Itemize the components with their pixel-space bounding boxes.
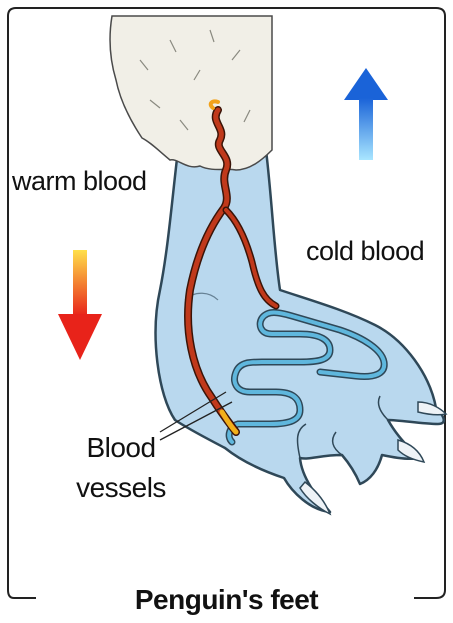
arrow-up-icon — [344, 68, 388, 160]
warm-blood-label: warm blood — [12, 166, 147, 197]
feathers — [110, 16, 272, 170]
diagram-caption-row: Penguin's feet — [0, 584, 453, 616]
blood-vessels-label-line2: vessels — [66, 468, 176, 508]
claw — [418, 402, 446, 415]
diagram-title: Penguin's feet — [123, 584, 330, 615]
blood-vessels-label: Blood vessels — [66, 428, 176, 508]
arrow-down-icon — [58, 250, 102, 360]
cold-blood-label: cold blood — [306, 236, 424, 267]
blood-vessels-label-line1: Blood — [66, 428, 176, 468]
